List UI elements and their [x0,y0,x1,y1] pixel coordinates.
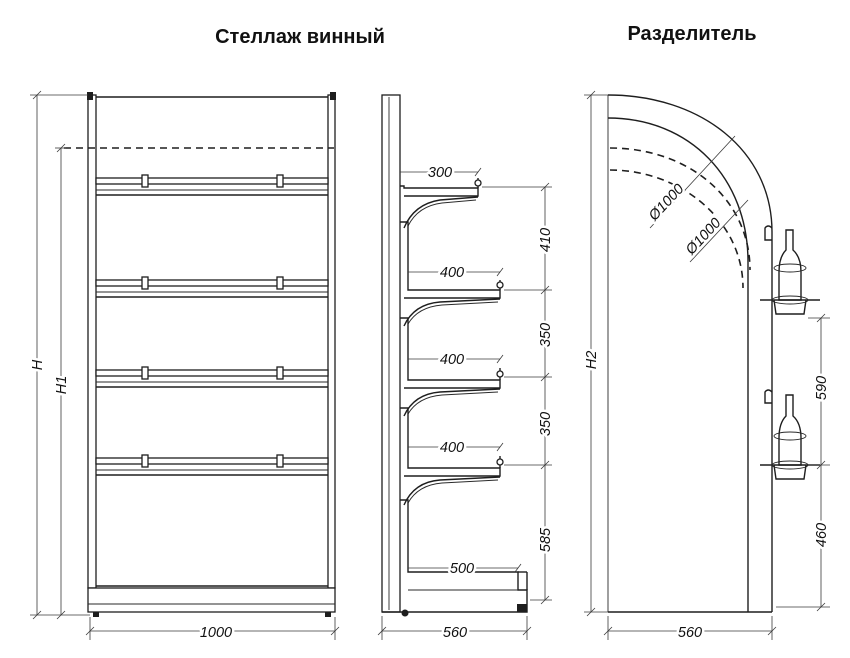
dimension-spacing-chain [482,182,552,605]
shelf-clip [276,454,284,468]
side-base [382,499,528,617]
dimension-shelf-depth-1-label: 300 [428,165,452,181]
dimension-side-depth [377,616,532,640]
divider-dashed-arc-1 [609,147,751,271]
bottle-holder-upper [760,225,820,315]
side-foot-back [517,604,527,612]
shelf-clip [141,454,149,468]
dimension-width [85,617,340,640]
dimension-h-label: H [30,359,46,370]
front-foot-left [93,612,99,617]
front-shelf-1 [95,174,329,196]
front-foot-right [325,612,331,617]
holder-cup [773,464,807,480]
dimension-shelf-depth-3 [408,354,504,364]
dimension-base-depth-label: 500 [450,561,474,577]
holder-cup [773,299,807,315]
dimension-spacing-1-label: 410 [538,228,554,252]
dimension-h1 [55,143,66,620]
dimension-shelf-depth-4 [408,442,504,452]
dimension-spacing-3-label: 350 [538,412,554,436]
hook-icon [764,389,773,404]
shelf-clip [141,174,149,188]
diameter-label-2: Ø1000 [682,215,724,258]
front-left-post [87,94,97,589]
bottle-icon [778,229,802,301]
divider-outer-curve [607,94,773,612]
front-left-post-cap [87,92,93,100]
shelf-clip [276,366,284,380]
front-right-post [327,94,336,589]
side-post [381,94,401,613]
hook-icon [764,225,773,241]
side-view: 300 400 400 400 500 [377,94,557,644]
side-shelf-2 [400,221,504,327]
side-bracket-1 [403,196,479,229]
dimension-shelf-depth-4-label: 400 [440,440,464,456]
dimension-h2 [584,90,608,617]
rack-title: Стеллаж винный [215,26,385,48]
dimension-shelf-depth-2 [408,267,504,277]
dimension-side-depth-label: 560 [443,625,467,641]
front-right-post-cap [330,92,336,100]
front-shelf-4 [95,454,329,476]
dimension-divider-depth [603,616,777,640]
side-shelf-3 [400,317,504,417]
dimension-holder-spacing-upper-label: 590 [814,376,830,400]
side-bracket-3 [403,388,501,417]
diameter-label-1: Ø1000 [645,181,687,224]
dimension-shelf-depth-2-label: 400 [440,265,464,281]
dimension-holder-spacing [776,313,830,612]
dimension-h1-label: H1 [54,376,70,395]
bottle-holder-lower [760,389,820,480]
side-shelf-1 [400,178,482,229]
dimension-divider-depth-label: 560 [678,625,702,641]
dimension-spacing-4-label: 585 [538,527,554,552]
front-plinth [87,587,336,613]
dimension-shelf-depth-3-label: 400 [440,352,464,368]
shelf-clip [141,276,149,290]
shelf-clip [276,174,284,188]
shelf-clip [141,366,149,380]
dimension-base-depth [408,563,522,573]
side-foot-front [401,609,409,617]
front-shelf-3 [95,366,329,388]
dimension-shelf-depth-1 [400,167,482,177]
diameter-leader-1 [649,135,736,229]
dimension-holder-spacing-lower-label: 460 [814,523,830,547]
dimension-width-label: 1000 [200,625,232,641]
holder-ring [773,263,807,273]
dimension-h [30,90,90,620]
divider-dashed-arc-2 [609,169,744,289]
front-view: H H1 1000 [28,90,340,644]
diameter-leader-2 [689,199,749,263]
dimension-spacing-2-label: 350 [538,323,554,347]
dimension-h2-label: H2 [584,351,600,370]
front-shelf-2 [95,276,329,298]
divider-title: Разделитель [627,23,756,45]
bottle-icon [778,394,802,466]
shelf-clip [276,276,284,290]
divider-view: Ø1000 Ø1000 H2 [582,90,833,644]
side-bracket-2 [403,298,501,327]
holder-ring [773,431,807,441]
side-shelf-4 [400,407,504,506]
